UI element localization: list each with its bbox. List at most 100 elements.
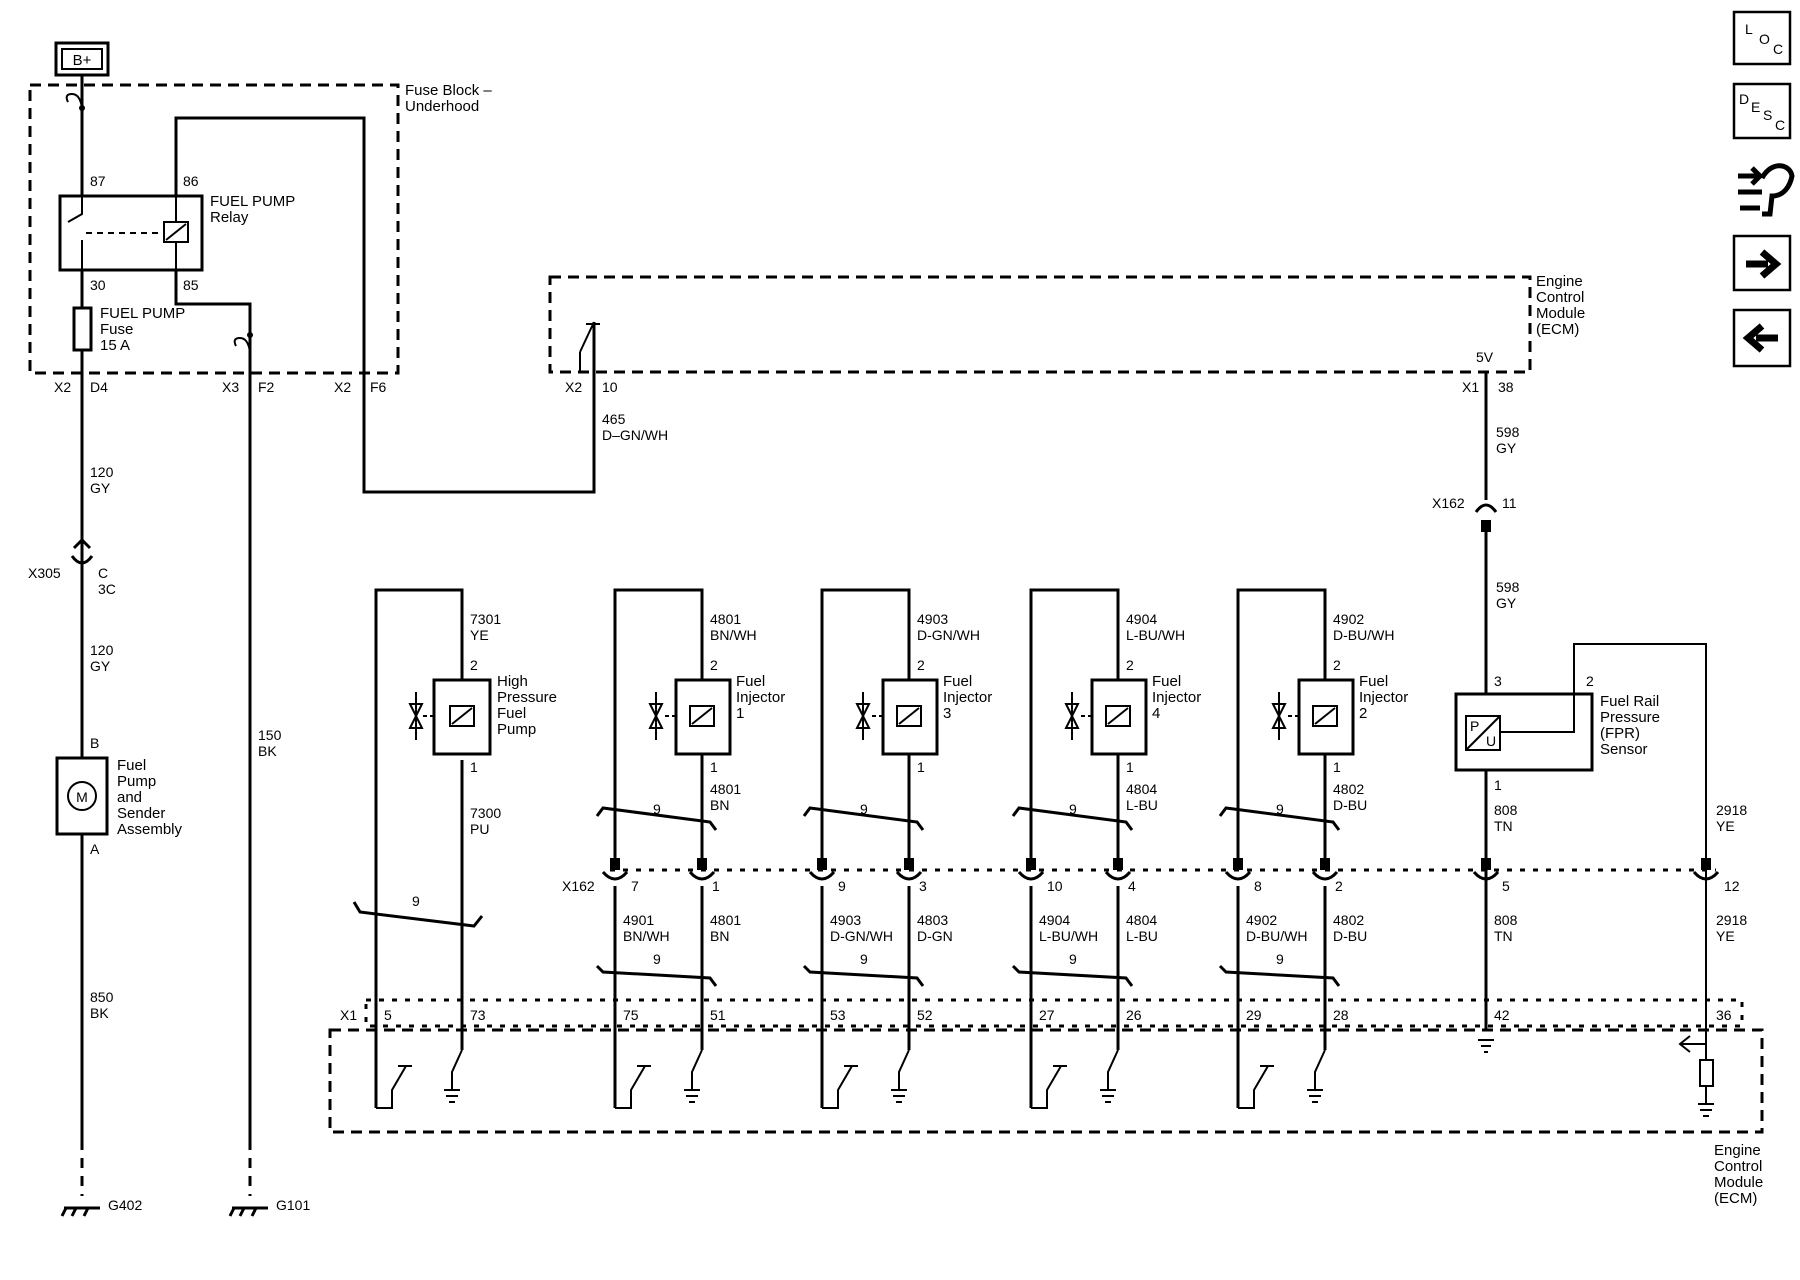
injector-pin-1: 1 — [1333, 759, 1341, 775]
lower-left-wire-color: D-GN/WH — [830, 928, 893, 944]
fpr-name-2: Pressure — [1600, 709, 1660, 726]
lower-left-wire-num: 4904 — [1039, 912, 1070, 928]
wire-850-color: BK — [90, 1005, 109, 1021]
desc-icon[interactable]: D E S C — [1732, 82, 1792, 140]
ground-g402: G402 — [108, 1197, 142, 1213]
ecm-right-pin: 52 — [917, 1007, 933, 1023]
conn-x2-left: X2 — [54, 379, 71, 395]
x305-c: C — [98, 565, 108, 581]
x162-right-pin: 1 — [712, 878, 720, 894]
fpr-sensor — [1454, 643, 1707, 1032]
hp-top-num: 7301 — [470, 611, 501, 627]
ecm-conn-x1-bottom: X1 — [340, 1007, 357, 1023]
injector-bottom-wire-color: BN — [710, 797, 729, 813]
motor-pin-a: A — [90, 841, 100, 857]
wire-808b-color: TN — [1494, 928, 1513, 944]
motor-symbol: M — [76, 789, 88, 805]
ecm-right-pin: 51 — [710, 1007, 726, 1023]
ecm-top-4: (ECM) — [1536, 321, 1579, 338]
fuse-name-2: Fuse — [100, 321, 133, 338]
fpr-u: U — [1486, 733, 1496, 749]
injector-top-wire-num: 4903 — [917, 611, 948, 627]
ecm-bottom-1: Engine — [1714, 1142, 1761, 1159]
ecm-conn-x1: X1 — [1462, 379, 1479, 395]
injector-pin-1: 1 — [917, 759, 925, 775]
lower-left-wire-color: BN/WH — [623, 928, 670, 944]
injector-pin-2: 2 — [710, 657, 718, 673]
fpr-p: P — [1470, 718, 1479, 734]
x162-right-pin: 3 — [919, 878, 927, 894]
wire-120a-num: 120 — [90, 464, 114, 480]
desc-letter-c: C — [1775, 117, 1785, 133]
ecm-conn-x2: X2 — [565, 379, 582, 395]
fuse-name-1: FUEL PUMP — [100, 305, 185, 322]
conn-x162-top: X162 — [1432, 495, 1465, 511]
pump-asm-4: Sender — [117, 805, 165, 822]
injector-number: 3 — [943, 705, 951, 722]
ecm-pin-42: 42 — [1494, 1007, 1510, 1023]
ecm-pin-10: 10 — [602, 379, 618, 395]
fpr-pin-3: 3 — [1494, 673, 1502, 689]
lower-right-wire-num: 4802 — [1333, 912, 1364, 928]
conn-x2-mid: X2 — [334, 379, 351, 395]
pin-f6: F6 — [370, 379, 387, 395]
injector-name-2: Injector — [943, 689, 992, 706]
injector-number: 1 — [736, 705, 744, 722]
injector-twist-lower: 9 — [1276, 951, 1284, 967]
injector-pin-1: 1 — [710, 759, 718, 775]
ecm-bottom-outline — [328, 1028, 1764, 1134]
previous-arrow-icon[interactable] — [1732, 308, 1792, 368]
hp-name-3: Fuel — [497, 705, 526, 722]
x162-left-pin: 7 — [631, 878, 639, 894]
x162-left-pin: 8 — [1254, 878, 1262, 894]
injector-pin-2: 2 — [1126, 657, 1134, 673]
ecm-pin-5: 5 — [384, 1007, 392, 1023]
ecm-pin-73: 73 — [470, 1007, 486, 1023]
injector-bottom-wire-color: D-BU — [1333, 797, 1367, 813]
injector-top-wire-num: 4801 — [710, 611, 741, 627]
b-plus-label: B+ — [73, 52, 92, 69]
fuel-pump-relay — [58, 194, 204, 272]
pin-f2: F2 — [258, 379, 275, 395]
ecm-left-pin: 29 — [1246, 1007, 1262, 1023]
ecm-left-pin: 75 — [623, 1007, 639, 1023]
ecm-top-1: Engine — [1536, 273, 1583, 290]
x162-left-pin: 9 — [838, 878, 846, 894]
fuel-pump-fuse — [72, 306, 93, 352]
x162-left-pin: 10 — [1047, 878, 1063, 894]
injector-name-2: Injector — [1152, 689, 1201, 706]
fuse-block-label-2: Underhood — [405, 98, 479, 115]
connector-tool-icon[interactable] — [1738, 163, 1795, 217]
injector-twist-lower: 9 — [653, 951, 661, 967]
pump-asm-5: Assembly — [117, 821, 183, 838]
injector-twist-upper: 9 — [860, 801, 868, 817]
injector-twist-upper: 9 — [653, 801, 661, 817]
pump-asm-3: and — [117, 789, 142, 806]
next-arrow-icon[interactable] — [1732, 234, 1792, 292]
fpr-pin-2: 2 — [1586, 673, 1594, 689]
wire-808a-num: 808 — [1494, 802, 1518, 818]
fuse-block-outline — [28, 83, 400, 375]
injector-twist-lower: 9 — [860, 951, 868, 967]
injector-top-wire-color: BN/WH — [710, 627, 757, 643]
x162-pin-12: 12 — [1724, 878, 1740, 894]
loc-icon[interactable]: L O C — [1732, 10, 1792, 66]
hp-bot-col: PU — [470, 821, 489, 837]
fuel-pump-assembly — [55, 756, 109, 836]
lower-right-wire-color: L-BU — [1126, 928, 1158, 944]
ecm-top-2: Control — [1536, 289, 1584, 306]
x162-top-pin: 11 — [1502, 495, 1517, 511]
motor-pin-b: B — [90, 735, 99, 751]
relay-name-1: FUEL PUMP — [210, 193, 295, 210]
wire-465-num: 465 — [602, 411, 626, 427]
fpr-pin-1: 1 — [1494, 777, 1502, 793]
wire-808b-num: 808 — [1494, 912, 1518, 928]
b-plus-block: B+ — [54, 41, 110, 77]
relay-pin-30: 30 — [90, 277, 106, 293]
relay-pin-85: 85 — [183, 277, 199, 293]
hp-name-4: Pump — [497, 721, 536, 738]
hp-pin-1: 1 — [470, 759, 478, 775]
wire-120b-num: 120 — [90, 642, 114, 658]
